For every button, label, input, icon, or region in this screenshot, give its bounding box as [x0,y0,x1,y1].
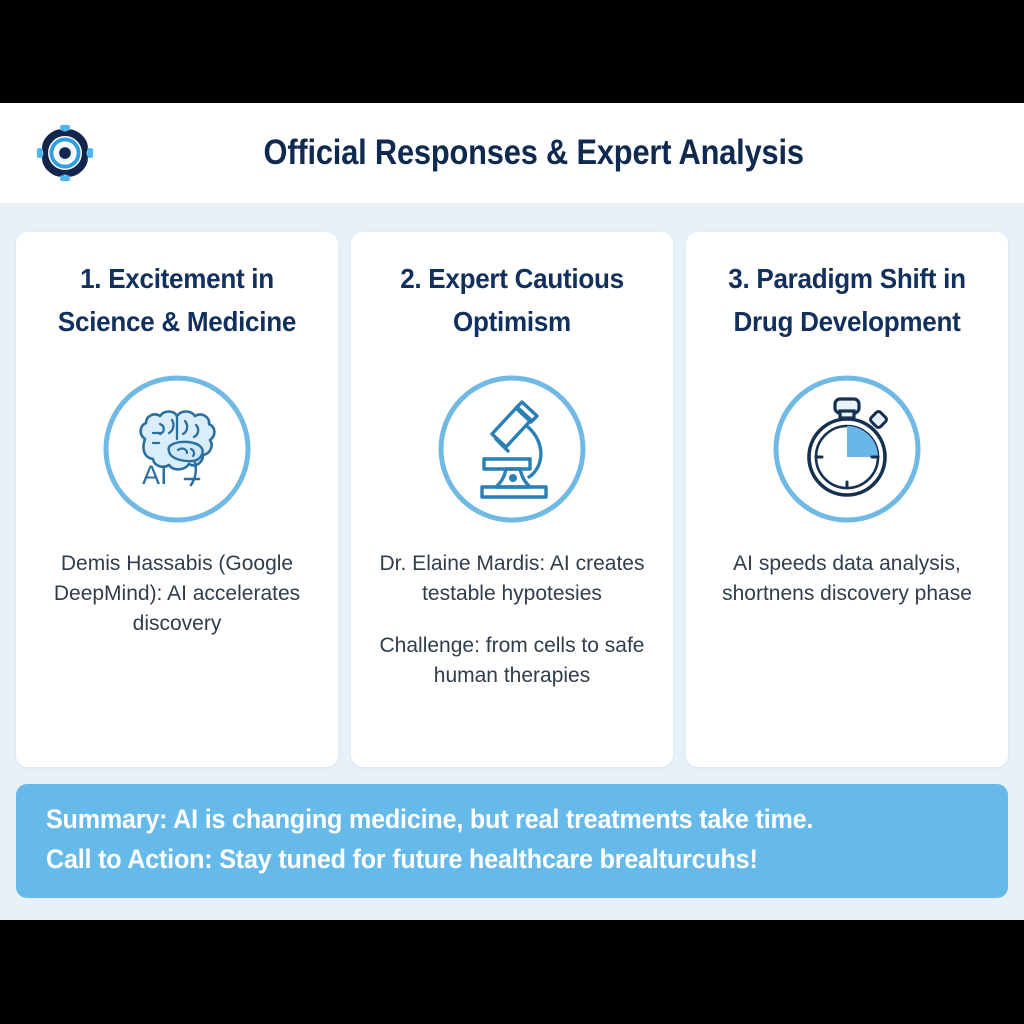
stopwatch-icon [769,371,925,527]
summary-banner: Summary: AI is changing medicine, but re… [16,784,1008,898]
call-to-action-line: Call to Action: Stay tuned for future he… [46,844,758,875]
microscope-icon [434,371,590,527]
summary-line: Summary: AI is changing medicine, but re… [46,804,814,835]
letterbox-bottom [0,920,1024,1024]
card-title: 1. Excitement in Science & Medicine [57,263,297,337]
card-title: 2. Expert Cautious Optimism [400,263,624,337]
card-paragraph: Challenge: from cells to safe human ther… [379,633,645,687]
aperture-target-icon [34,122,96,184]
card-paragraph: AI speeds data analysis, shortnens disco… [722,552,972,605]
card-row: 1. Excitement in Science & Medicine [0,203,1024,768]
card-paradigm-shift[interactable]: 3. Paradigm Shift in Drug Development [686,232,1008,768]
summary-banner-row: Summary: AI is changing medicine, but re… [0,767,1024,920]
header-bar: Official Responses & Expert Analysis [0,103,1024,203]
card-excitement[interactable]: 1. Excitement in Science & Medicine [16,232,338,768]
card-paragraph: Demis Hassabis (Google DeepMind): AI acc… [53,552,301,635]
card-cautious-optimism[interactable]: 2. Expert Cautious Optimism [351,232,673,768]
svg-text:AI: AI [142,460,168,490]
brain-ai-icon: AI [99,371,255,527]
letterbox-top [0,0,1024,103]
card-title: 3. Paradigm Shift in Drug Development [728,263,966,337]
infographic-canvas: Official Responses & Expert Analysis 1. … [0,103,1024,920]
card-paragraph: Dr. Elaine Mardis: AI creates testable h… [379,552,645,605]
page-title: Official Responses & Expert Analysis [263,133,804,172]
